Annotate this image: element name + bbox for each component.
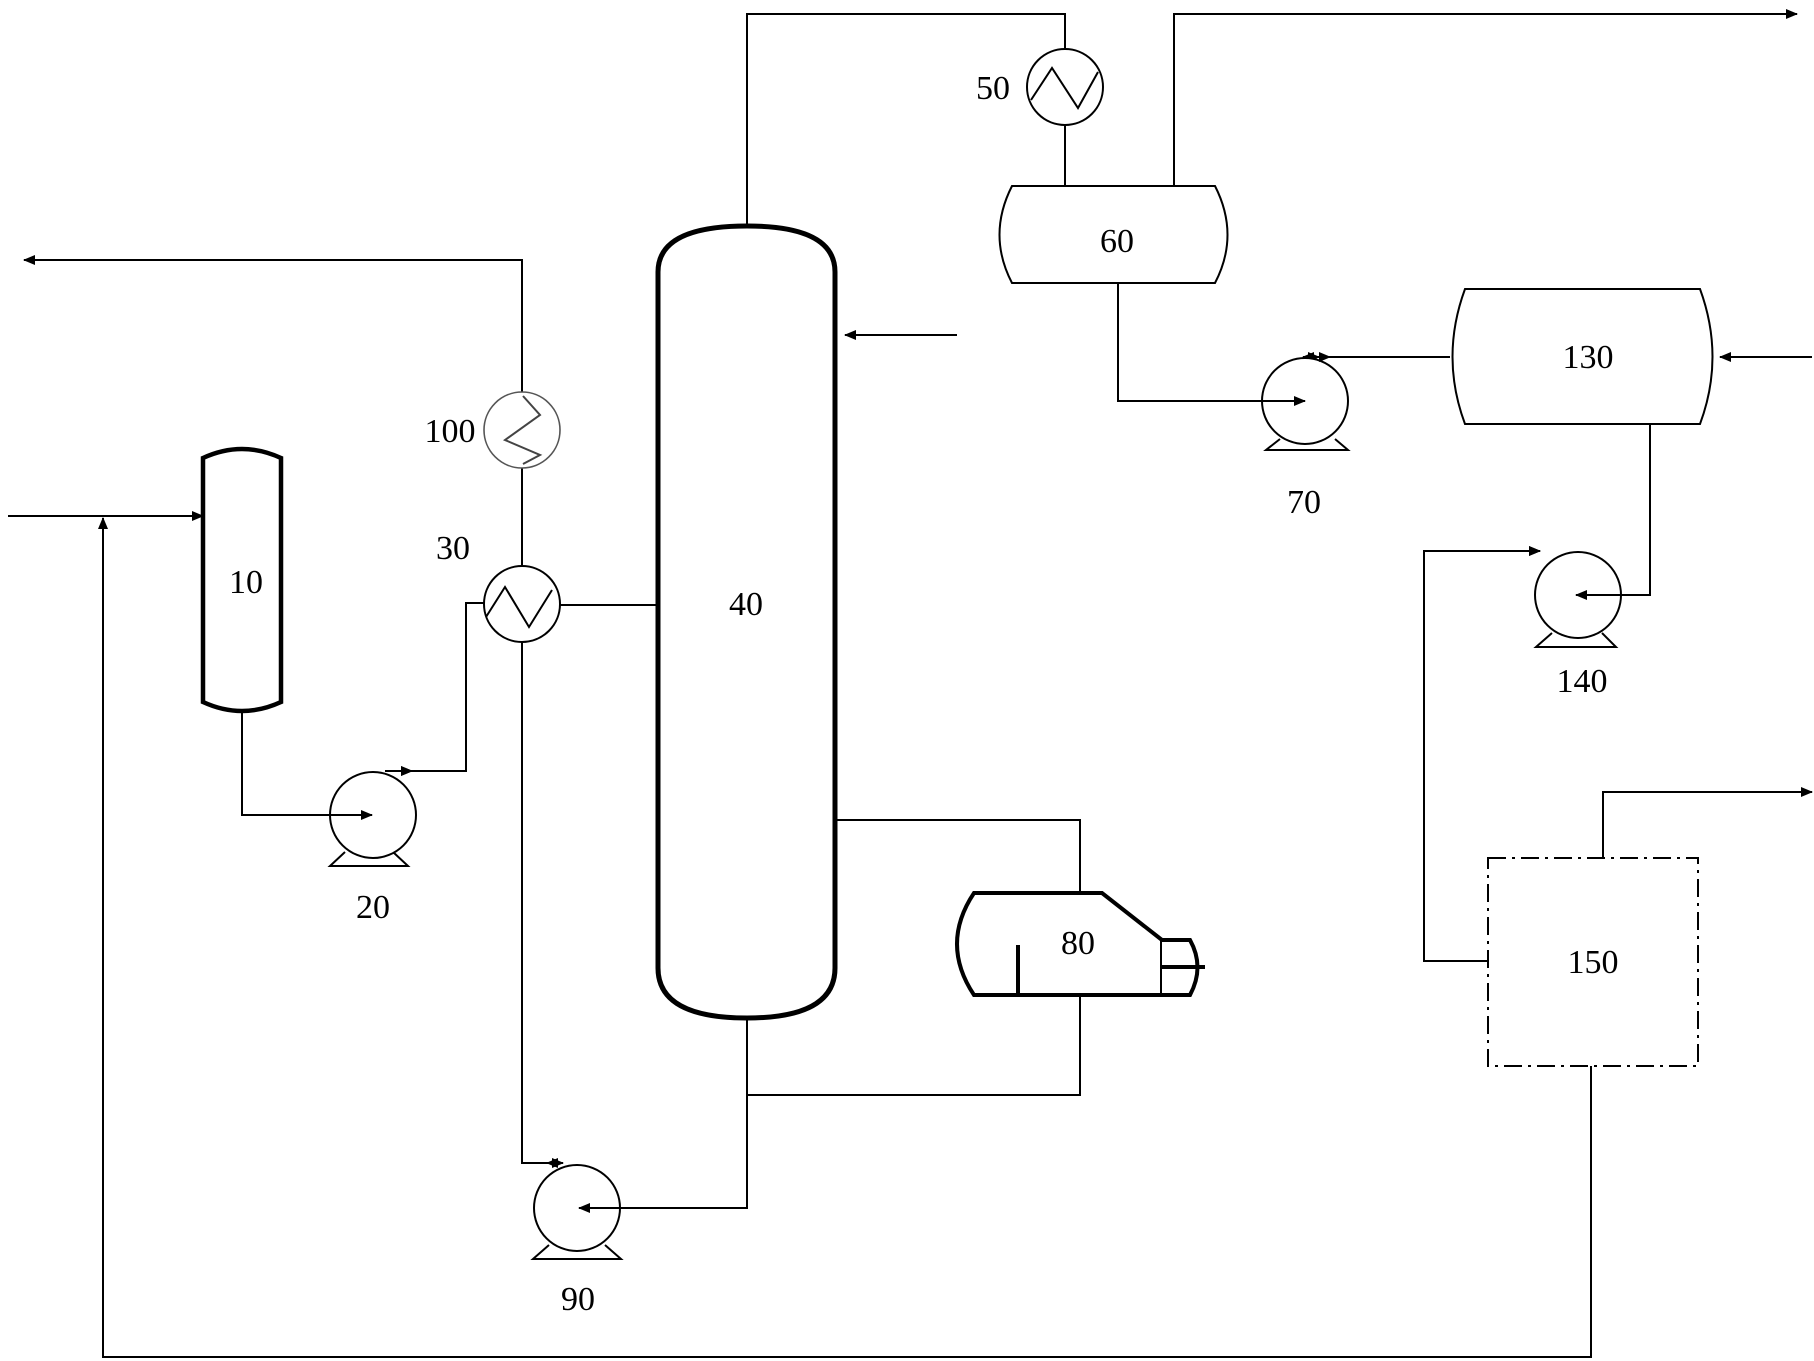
label-140: 140 <box>1557 663 1608 700</box>
pipe-60-to-70 <box>1117 283 1306 406</box>
label-50: 50 <box>976 70 1010 107</box>
pipe-150-recycle <box>98 517 1592 1358</box>
pump-20 <box>327 771 417 867</box>
label-40: 40 <box>729 586 763 623</box>
pump-inlet-arrows <box>330 352 1621 1213</box>
equipment-labels: 10 20 30 40 50 60 70 80 90 100 130 140 1… <box>229 70 1619 1318</box>
label-70: 70 <box>1287 484 1321 521</box>
label-60: 60 <box>1100 223 1134 260</box>
pipe-40-overhead <box>746 13 1066 225</box>
label-80: 80 <box>1061 925 1095 962</box>
label-20: 20 <box>356 889 390 926</box>
pump-90 <box>530 1164 624 1260</box>
label-130: 130 <box>1563 339 1614 376</box>
pipe-20-to-30 <box>396 602 493 772</box>
drum-60 <box>998 185 1229 284</box>
reboiler-80 <box>955 891 1205 997</box>
exchanger-30 <box>483 565 561 643</box>
pump-70 <box>1261 357 1351 451</box>
drum-130 <box>1451 288 1714 425</box>
exchanger-50 <box>1026 48 1104 126</box>
vessel-10 <box>200 446 284 714</box>
pipe-10-to-20 <box>241 713 373 820</box>
pipe-150-outlet <box>1602 787 1813 857</box>
pipe-80-return <box>747 995 1081 1096</box>
column-40 <box>655 223 838 1021</box>
pipe-100-top-outlet <box>23 255 523 400</box>
pipe-140-to-150 <box>1423 550 1522 962</box>
pipe-30-to-90 <box>521 642 564 1168</box>
pipe-40-to-90 <box>599 1018 748 1213</box>
label-10: 10 <box>229 564 263 601</box>
pipe-40-to-80 <box>835 819 1081 893</box>
label-90: 90 <box>561 1281 595 1318</box>
label-30: 30 <box>436 530 470 567</box>
label-150: 150 <box>1568 944 1619 981</box>
pump-140 <box>1533 551 1622 648</box>
piping <box>8 9 1813 1358</box>
pipe-60-vent <box>1173 9 1798 186</box>
cooler-100 <box>483 391 561 469</box>
unit-150 <box>1487 857 1699 1067</box>
label-100: 100 <box>425 413 476 450</box>
